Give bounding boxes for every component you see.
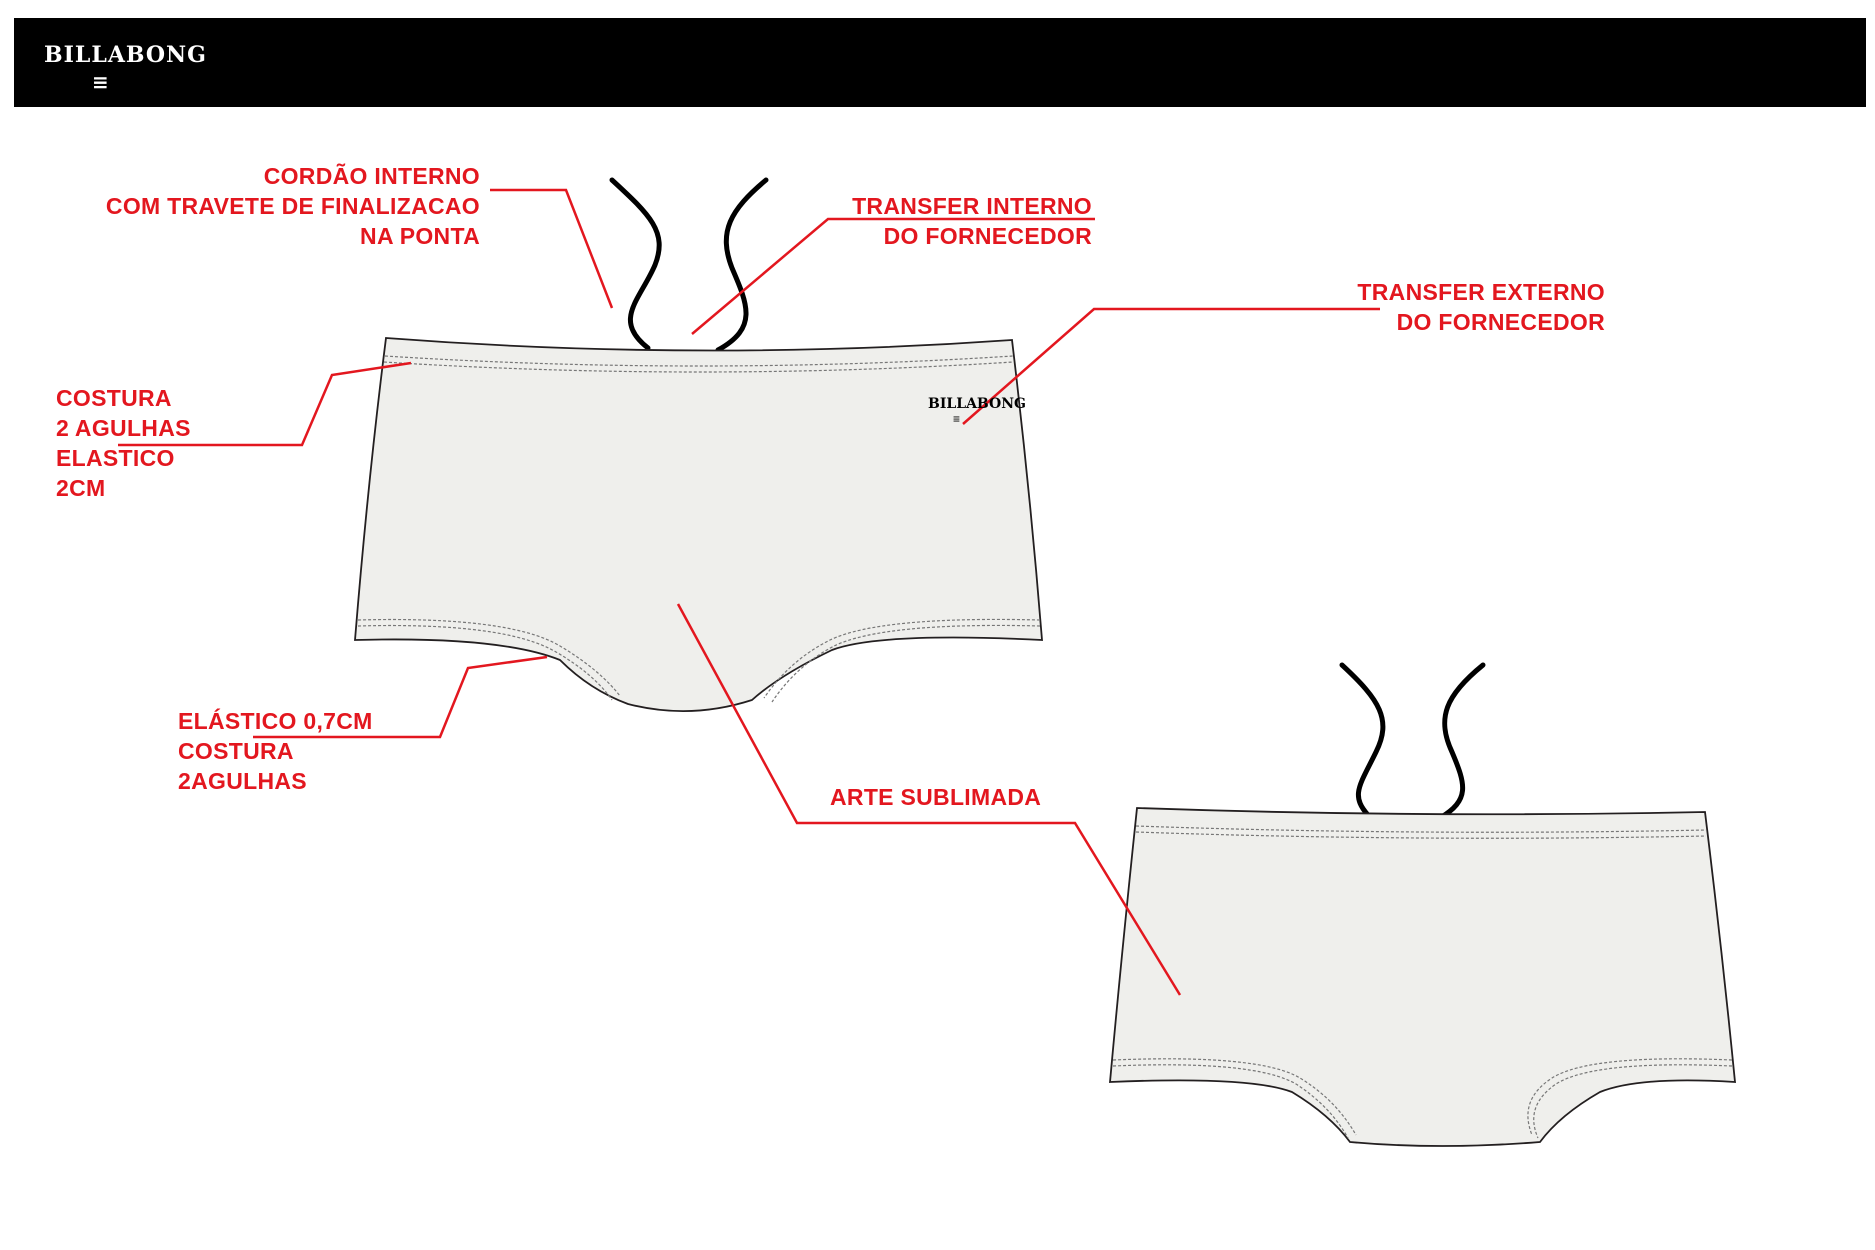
callout-cordao-line1: CORDÃO INTERNO — [263, 163, 480, 189]
garment-logo: BILLABONG — [928, 396, 1026, 412]
brand-logo: BILLABONG — [44, 42, 207, 68]
callout-transfer-interno: TRANSFER INTERNO DO FORNECEDOR — [800, 191, 1092, 251]
callout-transfer-interno-line1: TRANSFER INTERNO — [852, 193, 1092, 219]
callout-costura-cintura-line3: ELASTICO — [56, 445, 175, 471]
front-drawstring — [609, 177, 769, 353]
callout-elastico-perna: ELÁSTICO 0,7CM COSTURA 2AGULHAS — [178, 706, 373, 796]
callout-transfer-externo-line2: DO FORNECEDOR — [1396, 309, 1605, 335]
leader-cordao — [490, 188, 614, 309]
header-bar: BILLABONG ≡ — [14, 18, 1866, 107]
callout-cordao-line3: NA PONTA — [360, 223, 480, 249]
leader-transfer-externo — [962, 307, 1380, 425]
callout-arte-line1: ARTE SUBLIMADA — [830, 784, 1042, 810]
callout-cordao: CORDÃO INTERNO COM TRAVETE DE FINALIZACA… — [60, 161, 480, 251]
leader-transfer-interno — [691, 217, 1095, 335]
callout-costura-cintura-line1: COSTURA — [56, 385, 172, 411]
brand-mark-icon: ≡ — [92, 70, 109, 94]
callout-cordao-line2: COM TRAVETE DE FINALIZACAO — [105, 193, 480, 219]
callout-costura-cintura: COSTURA 2 AGULHAS ELASTICO 2CM — [56, 383, 191, 503]
callout-costura-cintura-line2: 2 AGULHAS — [56, 415, 191, 441]
callout-elastico-perna-line2: COSTURA — [178, 738, 294, 764]
callout-elastico-perna-line1: ELÁSTICO 0,7CM — [178, 708, 373, 734]
callout-transfer-externo: TRANSFER EXTERNO DO FORNECEDOR — [1320, 277, 1605, 337]
callout-transfer-externo-line1: TRANSFER EXTERNO — [1357, 279, 1605, 305]
leader-elastico-perna — [253, 655, 548, 739]
callout-arte: ARTE SUBLIMADA — [830, 782, 1041, 812]
back-drawstring — [1339, 662, 1486, 821]
front-garment — [354, 337, 1043, 712]
garment-logo-mark-icon: ≡ — [953, 412, 961, 426]
leader-costura-cintura — [118, 361, 412, 447]
leader-lines — [118, 188, 1380, 996]
leader-arte-front — [676, 603, 1182, 996]
back-garment — [1109, 807, 1736, 1147]
callout-elastico-perna-line3: 2AGULHAS — [178, 768, 307, 794]
callout-transfer-interno-line2: DO FORNECEDOR — [883, 223, 1092, 249]
callout-costura-cintura-line4: 2CM — [56, 475, 106, 501]
